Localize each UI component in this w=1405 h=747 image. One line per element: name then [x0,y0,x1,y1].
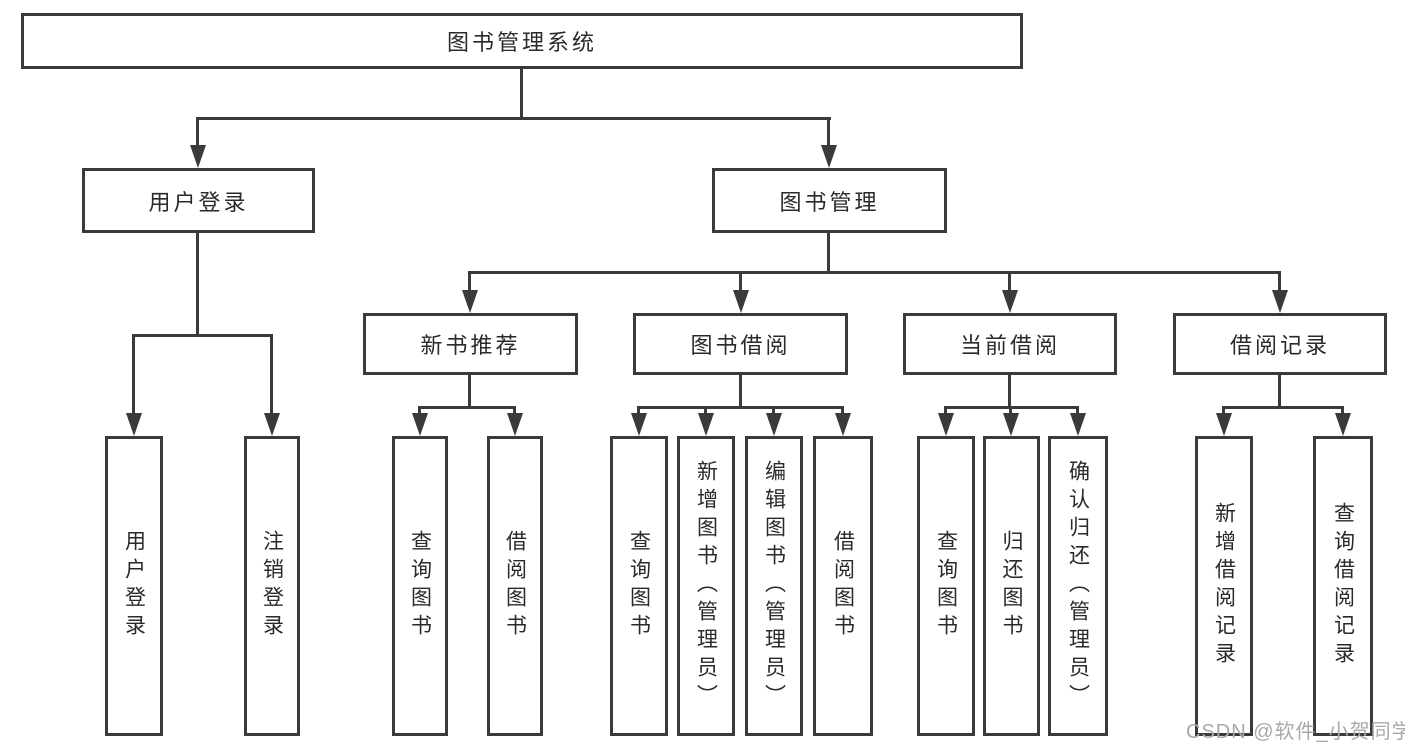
leaf-user-login: 用户登录 [105,436,163,736]
node-new-book-recommend: 新书推荐 [363,313,578,375]
node-user-login-label: 用户登录 [148,189,249,215]
connector-newbooks-shaft-2 [513,406,516,418]
connector-currentborrow-shaft-2 [1009,406,1012,418]
leaf-newbooks-borrow-books: 借阅图书 [487,436,543,736]
leaf-newbooks-query-books: 查询图书 [392,436,448,736]
connector-bookmgmt-hline [468,271,1281,274]
connector-userlogin-shaft-2 [270,334,273,418]
arrowhead-records-add [1216,413,1232,436]
connector-newbooks-stub [468,375,471,409]
node-user-login: 用户登录 [82,168,315,233]
node-book-management-label: 图书管理 [779,189,880,215]
connector-userlogin-shaft-1 [132,334,135,418]
connector-bookborrow-shaft-2 [704,406,707,418]
node-book-borrow: 图书借阅 [633,313,848,375]
arrowhead-bookborrow-edit [766,413,782,436]
arrowhead-book-borrow [733,290,749,313]
connector-bookborrow-stub [739,375,742,409]
arrowhead-current-confirm [1070,413,1086,436]
leaf-current-confirm-return-admin-label: 确认归还（管理员） [1066,460,1090,712]
leaf-logout-label: 注销登录 [260,530,284,642]
node-book-borrow-label: 图书借阅 [690,333,791,358]
leaf-current-return-books: 归还图书 [983,436,1040,736]
arrowhead-current-return [1003,413,1019,436]
connector-bookmgmt-stub [827,233,830,274]
arrowhead-leaf-logout [264,413,280,436]
leaf-records-add-record-label: 新增借阅记录 [1212,502,1236,670]
arrowhead-bookborrow-query [631,413,647,436]
connector-bookmgmt-shaft-3 [1008,271,1011,295]
arrowhead-user-login [190,145,206,168]
leaf-newbooks-borrow-books-label: 借阅图书 [503,530,527,642]
connector-bookmgmt-shaft-4 [1278,271,1281,295]
connector-records-stub [1278,375,1281,409]
connector-root-hline [196,117,831,120]
arrowhead-records-query [1335,413,1351,436]
connector-bookborrow-shaft-4 [841,406,844,418]
connector-bookborrow-hline [637,406,844,409]
arrowhead-current-borrow [1002,290,1018,313]
leaf-user-login-label: 用户登录 [122,530,146,642]
leaf-newbooks-query-books-label: 查询图书 [408,530,432,642]
connector-records-shaft-1 [1222,406,1225,418]
node-root: 图书管理系统 [21,13,1023,69]
leaf-records-query-record: 查询借阅记录 [1313,436,1373,736]
leaf-logout: 注销登录 [244,436,300,736]
node-root-label: 图书管理系统 [446,30,597,55]
connector-bookborrow-shaft-1 [637,406,640,418]
connector-userlogin-hline [132,334,273,337]
arrowhead-new-book-recommend [462,290,478,313]
arrowhead-bookborrow-borrow [835,413,851,436]
leaf-borrow-edit-books-admin-label: 编辑图书（管理员） [762,460,786,712]
leaf-current-return-books-label: 归还图书 [1000,530,1023,642]
leaf-borrow-query-books: 查询图书 [610,436,668,736]
leaf-borrow-borrow-books-label: 借阅图书 [831,530,855,642]
arrowhead-borrow-records [1272,290,1288,313]
node-current-borrow: 当前借阅 [903,313,1117,375]
csdn-watermark: CSDN @软件_小贺同学 [1186,721,1405,743]
node-book-management: 图书管理 [712,168,947,233]
connector-root-bookmgmt-shaft [827,117,830,151]
arrowhead-current-query [938,413,954,436]
node-new-book-recommend-label: 新书推荐 [420,333,521,358]
connector-bookmgmt-shaft-1 [468,271,471,295]
connector-bookborrow-shaft-3 [772,406,775,418]
arrowhead-book-management [821,145,837,168]
arrowhead-newbooks-borrow [507,413,523,436]
node-borrow-records: 借阅记录 [1173,313,1387,375]
connector-newbooks-shaft-1 [418,406,421,418]
connector-currentborrow-shaft-1 [944,406,947,418]
arrowhead-leaf-user-login [126,413,142,436]
leaf-borrow-edit-books-admin: 编辑图书（管理员） [745,436,803,736]
connector-root-userlogin-shaft [196,117,199,151]
arrowhead-newbooks-query [412,413,428,436]
node-current-borrow-label: 当前借阅 [959,333,1060,358]
connector-newbooks-hline [418,406,516,409]
connector-currentborrow-stub [1008,375,1011,409]
leaf-borrow-query-books-label: 查询图书 [627,530,651,642]
node-borrow-records-label: 借阅记录 [1229,333,1330,358]
leaf-records-add-record: 新增借阅记录 [1195,436,1253,736]
connector-records-hline [1222,406,1344,409]
leaf-current-query-books-label: 查询图书 [934,530,958,642]
arrowhead-bookborrow-add [698,413,714,436]
connector-currentborrow-shaft-3 [1076,406,1079,418]
leaf-borrow-add-books-admin-label: 新增图书（管理员） [694,460,718,712]
leaf-borrow-borrow-books: 借阅图书 [813,436,873,736]
connector-root-stub [520,68,523,120]
connector-bookmgmt-shaft-2 [739,271,742,295]
leaf-current-confirm-return-admin: 确认归还（管理员） [1048,436,1108,736]
leaf-borrow-add-books-admin: 新增图书（管理员） [677,436,735,736]
connector-records-shaft-2 [1341,406,1344,418]
leaf-records-query-record-label: 查询借阅记录 [1331,502,1355,670]
leaf-current-query-books: 查询图书 [917,436,975,736]
connector-userlogin-stub [196,233,199,337]
